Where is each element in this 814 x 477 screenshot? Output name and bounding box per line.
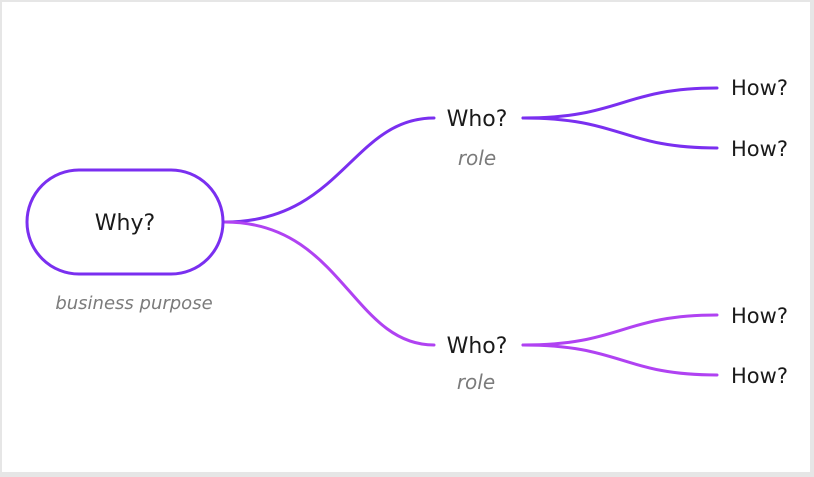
connector-who-1-to-how-2 [521, 116, 719, 150]
connector-root-to-who-1 [223, 116, 436, 224]
connector-who-2-to-how-2 [521, 343, 719, 377]
mind-map: Why? business purpose Who? role Who? rol… [25, 76, 788, 394]
how-node-1-2[interactable]: How? [731, 137, 788, 161]
connector-who-1-to-how-1 [521, 86, 719, 120]
mind-map-canvas: Why? business purpose Who? role Who? rol… [2, 2, 810, 472]
connector-who-2-to-how-1 [521, 313, 719, 347]
who-node-1-label[interactable]: Who? [447, 107, 508, 132]
how-node-1-1[interactable]: How? [731, 76, 788, 100]
who-node-1-caption: role [458, 146, 496, 170]
root-node[interactable]: Why? [25, 168, 225, 276]
how-node-2-1[interactable]: How? [731, 304, 788, 328]
who-node-2-caption: role [457, 370, 495, 394]
connectors [223, 86, 719, 377]
connector-root-to-who-2 [223, 220, 436, 347]
root-caption: business purpose [55, 293, 212, 314]
how-node-2-2[interactable]: How? [731, 364, 788, 388]
root-node-label: Why? [95, 211, 155, 236]
who-node-2-label[interactable]: Who? [447, 334, 508, 359]
root-node-shape [25, 168, 225, 276]
